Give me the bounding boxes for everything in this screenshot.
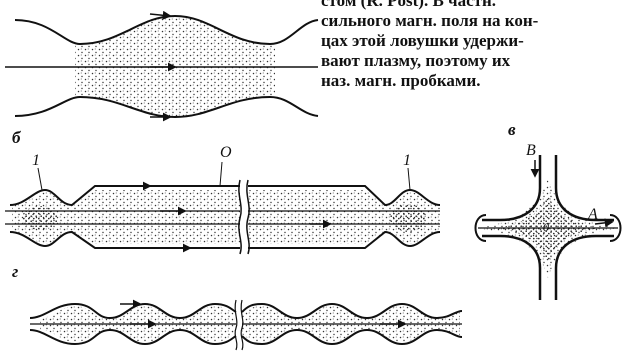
fig-b-leader-0	[220, 162, 222, 186]
fig-a-arrow-top	[150, 14, 170, 16]
label-1-left: 1	[32, 152, 40, 170]
fig-b-dense-spot-left	[22, 206, 58, 230]
fig-b-leader-1-left	[38, 168, 42, 190]
fig-v-field-upper-left	[482, 155, 540, 220]
fig-b-dense-spot-right	[390, 204, 426, 232]
label-zero: O	[220, 144, 232, 162]
fig-b-leader-1-right	[408, 168, 410, 190]
label-g: г	[12, 262, 18, 282]
label-A: A	[588, 206, 598, 224]
fig-g-break-left	[235, 300, 237, 350]
fig-a-mirror	[5, 14, 318, 117]
label-1-right: 1	[403, 152, 411, 170]
fig-v-field-lower-left	[482, 236, 540, 300]
fig-b-trap	[5, 162, 440, 254]
label-center: 0	[543, 220, 549, 235]
label-b: б	[12, 128, 20, 148]
label-v: в	[508, 120, 516, 140]
fig-v-field-lower-right	[556, 236, 614, 300]
fig-v-field-upper-right	[556, 155, 614, 220]
fig-g-corrugated	[30, 300, 462, 350]
label-B: B	[526, 142, 536, 160]
